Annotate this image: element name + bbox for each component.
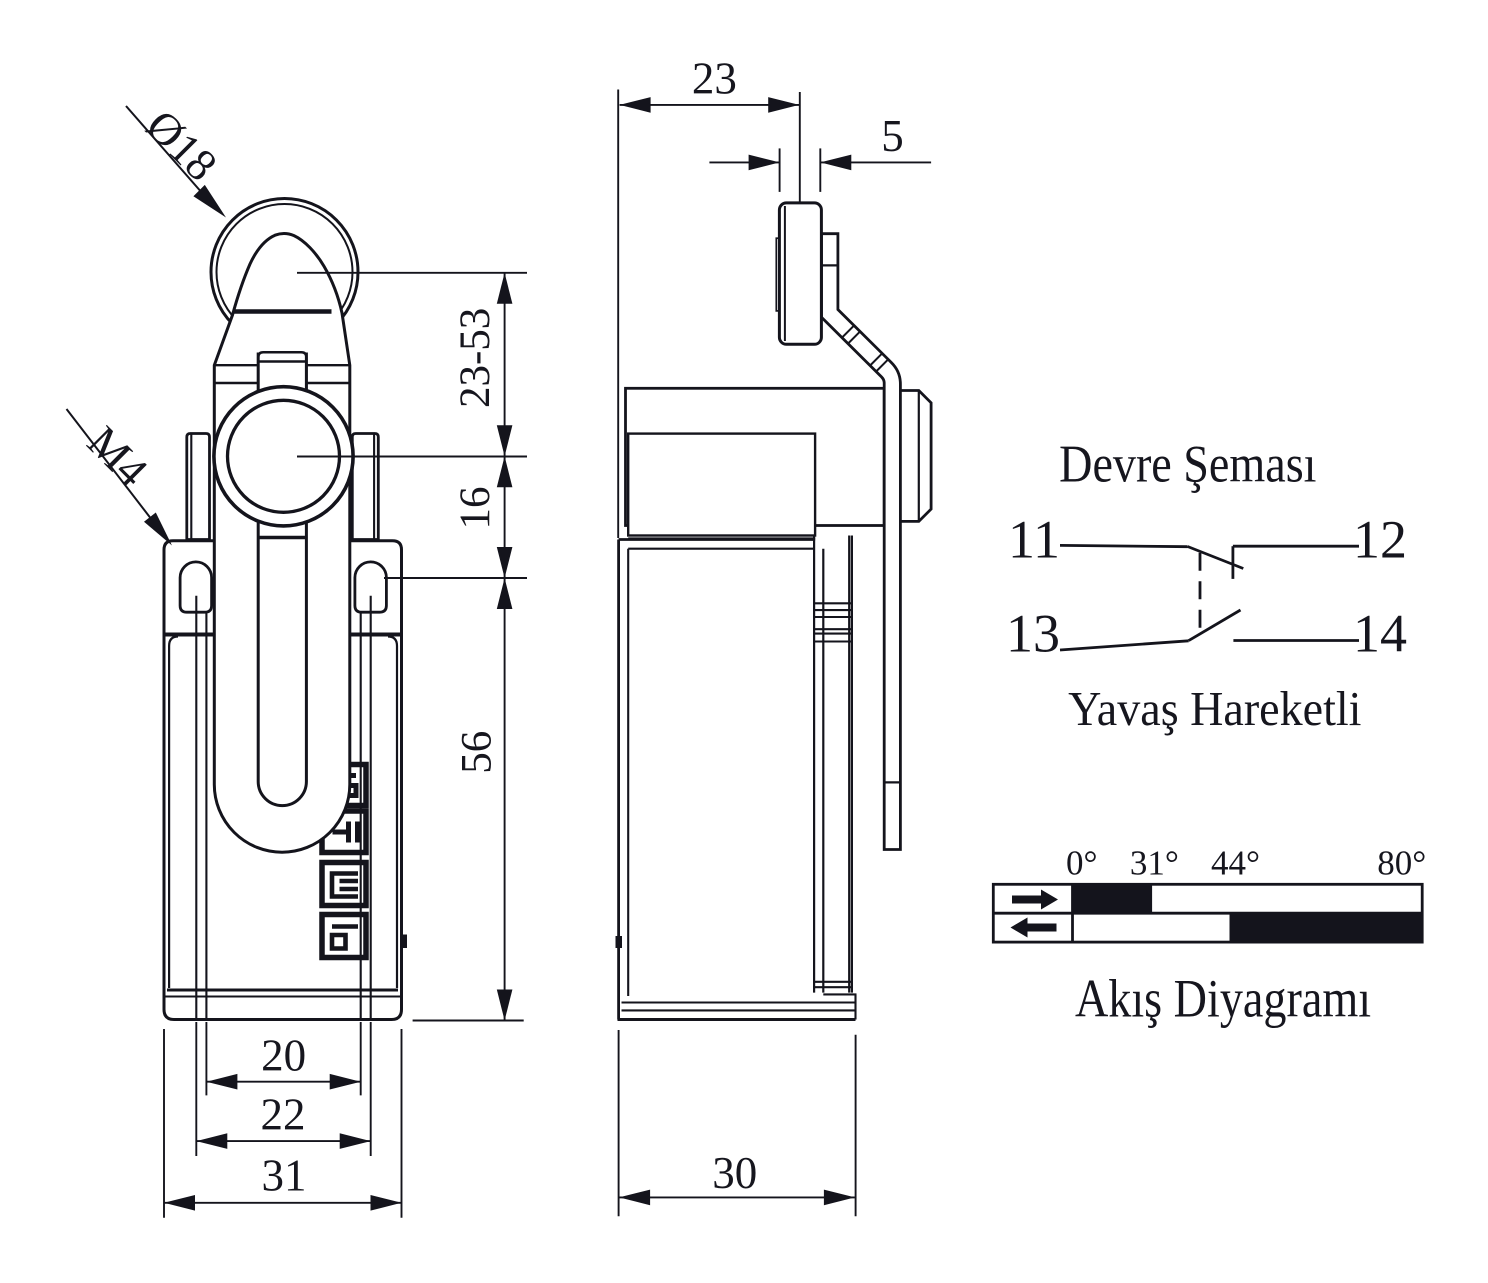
svg-text:Yavaş Hareketli: Yavaş Hareketli bbox=[1068, 683, 1361, 737]
svg-text:Akış Diyagramı: Akış Diyagramı bbox=[1075, 968, 1371, 1028]
svg-text:5: 5 bbox=[881, 111, 904, 161]
svg-text:23-53: 23-53 bbox=[452, 308, 499, 408]
svg-text:11: 11 bbox=[1008, 510, 1060, 570]
svg-text:31: 31 bbox=[262, 1150, 307, 1200]
svg-text:22: 22 bbox=[261, 1090, 306, 1140]
svg-text:23: 23 bbox=[692, 54, 737, 104]
svg-text:44°: 44° bbox=[1211, 844, 1260, 883]
svg-text:0°: 0° bbox=[1066, 844, 1098, 883]
svg-text:14: 14 bbox=[1353, 604, 1407, 664]
svg-text:80°: 80° bbox=[1377, 844, 1426, 883]
svg-text:13: 13 bbox=[1006, 604, 1060, 664]
svg-text:30: 30 bbox=[712, 1148, 757, 1198]
svg-text:Devre Şeması: Devre Şeması bbox=[1059, 435, 1316, 494]
svg-text:12: 12 bbox=[1353, 510, 1407, 570]
svg-text:31°: 31° bbox=[1130, 844, 1179, 883]
svg-text:20: 20 bbox=[261, 1030, 306, 1080]
svg-text:16: 16 bbox=[452, 487, 499, 530]
svg-text:56: 56 bbox=[454, 731, 501, 774]
